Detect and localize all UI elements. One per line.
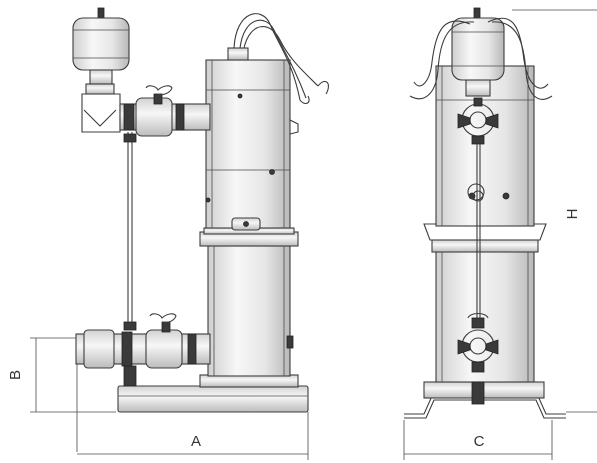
side-expansion-tank	[72, 7, 130, 95]
dimension-c: C	[403, 420, 553, 460]
front-motor	[435, 65, 535, 227]
dimension-h: H	[512, 9, 597, 413]
front-flange	[423, 223, 547, 253]
dimension-a: A	[77, 412, 309, 460]
side-motor	[205, 47, 299, 231]
side-instrument-line	[123, 132, 137, 387]
front-upper-valve	[457, 97, 499, 145]
dimension-b: B	[7, 337, 116, 452]
front-lower-valve	[457, 312, 499, 405]
dimension-a-label: A	[191, 433, 201, 450]
dimension-b-label: B	[7, 370, 24, 380]
side-pump-lower-body	[207, 245, 294, 377]
dimension-c-label: C	[474, 433, 485, 450]
side-view: B A	[7, 7, 329, 460]
side-flange	[199, 227, 299, 247]
side-cables	[233, 13, 329, 105]
front-view: C H	[403, 7, 597, 460]
front-instrument-line	[472, 144, 484, 318]
side-base-plate	[117, 374, 309, 413]
front-pump-lower-body	[435, 249, 535, 383]
front-base-feet	[404, 381, 566, 419]
dimension-h-label: H	[564, 209, 581, 220]
front-expansion-tank	[451, 7, 505, 97]
side-lower-manifold	[75, 313, 211, 369]
front-cables	[409, 17, 553, 100]
side-upper-manifold	[81, 85, 211, 137]
